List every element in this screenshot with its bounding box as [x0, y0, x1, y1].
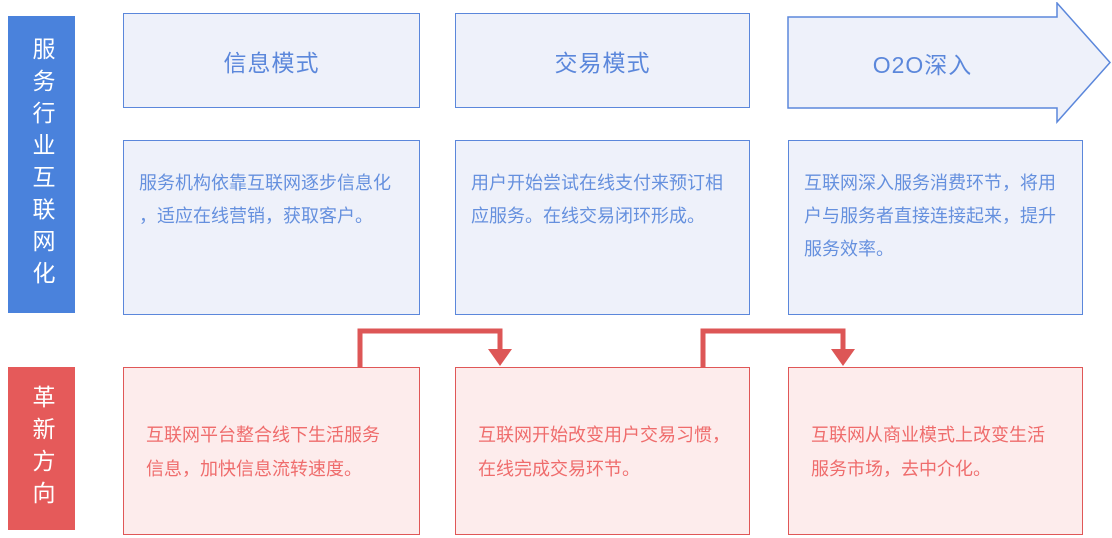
phase-description-o2o-deepening: 互联网深入服务消费环节，将用 户与服务者直接连接起来，提升 服务效率。 — [788, 140, 1083, 315]
phase-description-transaction-mode: 用户开始尝试在线支付来预订相 应服务。在线交易闭环形成。 — [455, 140, 750, 315]
arrowhead-down-icon — [488, 349, 512, 366]
stage-axis-label-text: 服务行业互联网化 — [29, 36, 55, 293]
phase-title-information-mode: 信息模式 — [123, 13, 420, 108]
phase-title-text: 交易模式 — [554, 49, 651, 76]
phase-title-o2o-deepening: O2O深入 — [788, 17, 1057, 108]
stage-axis-label: 服务行业互联网化 — [8, 16, 75, 313]
phase-description-information-mode: 服务机构依靠互联网逐步信息化 ，适应在线营销，获取客户。 — [123, 140, 420, 315]
innovation-axis-label: 革新方向 — [8, 367, 75, 530]
arrowhead-down-icon — [831, 349, 855, 366]
phase-title-transaction-mode: 交易模式 — [455, 13, 750, 108]
o2o-arrow-shape — [787, 2, 1112, 124]
phase-title-text: O2O深入 — [872, 51, 973, 78]
innovation-axis-label-text: 革新方向 — [29, 384, 55, 513]
phase-title-text: 信息模式 — [223, 49, 320, 76]
innovation-box-information-mode: 互联网平台整合线下生活服务 信息，加快信息流转速度。 — [123, 367, 420, 535]
innovation-box-o2o-deepening: 互联网从商业模式上改变生活 服务市场，去中介化。 — [788, 367, 1083, 535]
innovation-box-transaction-mode: 互联网开始改变用户交易习惯， 在线完成交易环节。 — [455, 367, 750, 535]
flow-connector-2 — [700, 328, 855, 367]
o2o-arrow-polygon — [787, 2, 1112, 124]
flow-connector-1 — [357, 328, 512, 367]
